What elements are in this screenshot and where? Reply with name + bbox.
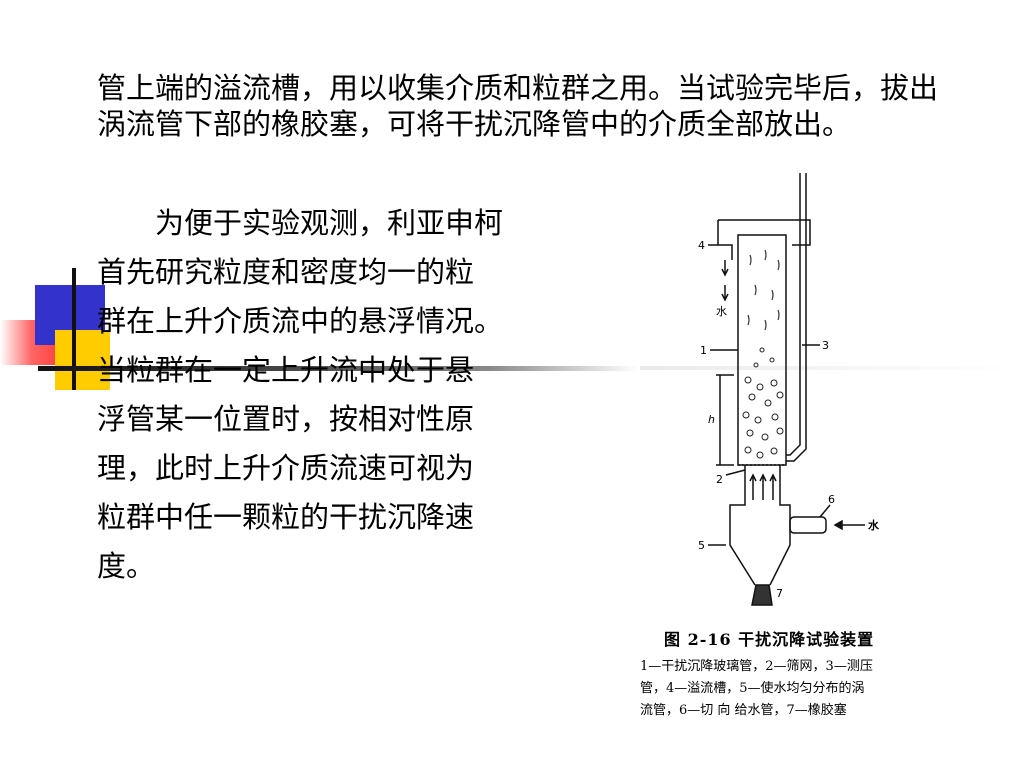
label-water-side: 水 (868, 518, 880, 532)
caption-legend: 1—干扰沉降玻璃管，2—筛网，3—测压 管，4—溢流槽，5—使水均匀分布的涡 流… (640, 656, 940, 722)
paragraph-2-line: 理，此时上升介质流速可视为 (97, 451, 475, 485)
paragraph-2-line: 首先研究粒度和密度均一的粒 (97, 255, 475, 289)
vertical-rule (72, 268, 76, 390)
flow-arrow (749, 473, 757, 500)
caption-title: 图 2-16 干扰沉降试验装置 (664, 630, 875, 649)
label-6: 6 (828, 493, 835, 506)
label-water-top: 水 (716, 305, 727, 318)
caption-legend-line: 1—干扰沉降玻璃管，2—筛网，3—测压 (640, 659, 873, 674)
overflow-trough-right (718, 219, 811, 246)
horizontal-rule-fade (640, 366, 1024, 370)
paragraph-2-line: 群在上升介质流中的悬浮情况。 (97, 304, 504, 338)
apparatus-diagram: 4 1 3 2 5 6 7 h 水 水 (698, 173, 880, 606)
flow-arrow (759, 473, 767, 500)
label-1: 1 (700, 344, 707, 357)
label-h: h (708, 413, 715, 426)
flow-arrow (769, 473, 777, 500)
label-5: 5 (698, 539, 705, 552)
caption-legend-line: 管，4—溢流槽，5—使水均匀分布的涡 (640, 681, 865, 696)
overflow-arrow (721, 260, 729, 277)
vortex-chamber-right (769, 465, 791, 586)
vortex-chamber-left (729, 465, 756, 586)
label-2: 2 (716, 473, 723, 486)
label-4: 4 (698, 239, 705, 252)
horizontal-rule (38, 366, 638, 371)
tangential-inlet (789, 516, 827, 534)
label-7: 7 (776, 587, 783, 600)
paragraph-2: 为便于实验观测，利亚申柯 首先研究粒度和密度均一的粒 群在上升介质流中的悬浮情况… (97, 199, 567, 591)
caption-legend-line: 流管，6—切 向 给水管，7—橡胶塞 (640, 703, 847, 718)
flow-streaks (747, 249, 780, 331)
paragraph-2-line: 度。 (97, 549, 156, 583)
rubber-plug (751, 584, 773, 606)
piezometer-tube (786, 173, 801, 456)
particle-suspension (742, 347, 784, 459)
leader-6 (819, 504, 831, 518)
paragraph-2-line: 当粒群在一定上升流中处于悬 (97, 353, 475, 387)
label-3: 3 (822, 339, 829, 352)
leader-2 (725, 469, 746, 476)
overflow-trough (717, 220, 733, 260)
figure-caption: 图 2-16 干扰沉降试验装置 1—干扰沉降玻璃管，2—筛网，3—测压 管，4—… (640, 628, 940, 722)
piezometer-tube-outer (786, 173, 807, 462)
paragraph-2-line: 浮管某一位置时，按相对性原 (97, 402, 475, 436)
paragraph-2-line: 为便于实验观测，利亚申柯 (155, 206, 504, 240)
paragraph-2-line: 粒群中任一颗粒的干扰沉降速 (97, 500, 475, 534)
paragraph-1: 管上端的溢流槽，用以收集介质和粒群之用。当试验完毕后，拔出涡流管下部的橡胶塞，可… (97, 71, 939, 141)
yellow-square (55, 330, 110, 390)
overflow-arrow (721, 285, 729, 302)
